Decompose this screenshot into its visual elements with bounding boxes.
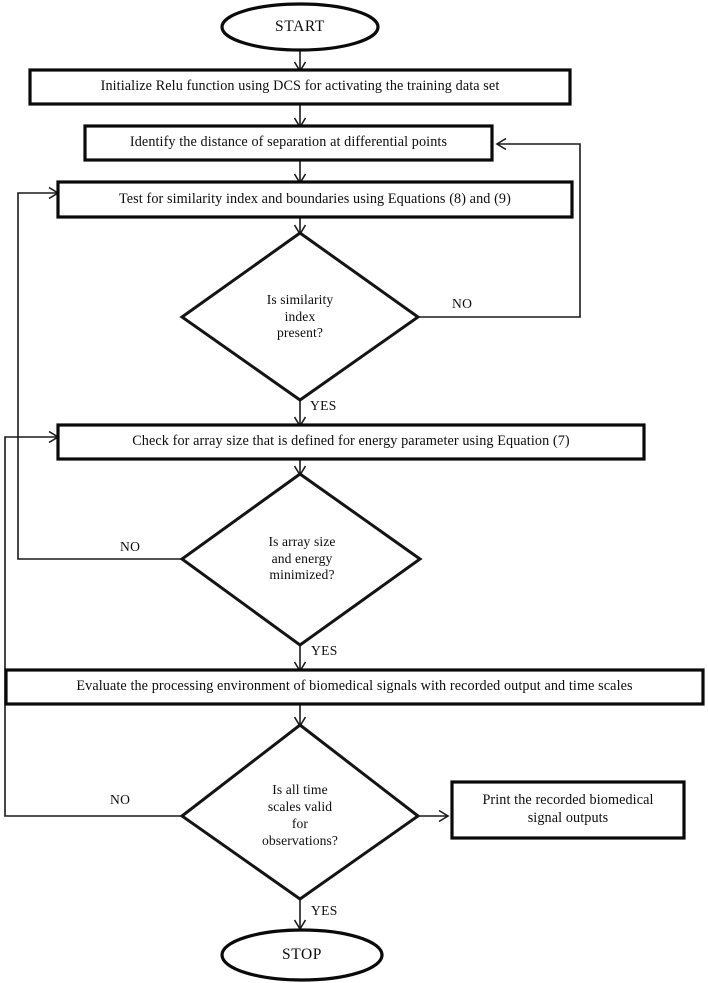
- node-init-relu[interactable]: [28, 68, 572, 106]
- node-test-similarity[interactable]: [56, 180, 574, 219]
- edge-init-to-identify: [293, 103, 307, 129]
- node-check-array[interactable]: [56, 423, 646, 461]
- node-decision-array[interactable]: [179, 472, 423, 647]
- node-evaluate-env[interactable]: [4, 668, 705, 706]
- edge-timescales-yes: [293, 899, 307, 931]
- edge-array-yes: [293, 645, 307, 673]
- node-start[interactable]: [220, 2, 380, 52]
- edge-similarity-yes: [293, 400, 307, 428]
- edge-timescales-to-print: [418, 809, 450, 823]
- node-identify-distance[interactable]: [83, 124, 494, 162]
- edge-array-no-loop: [17, 186, 182, 560]
- node-stop[interactable]: [220, 928, 384, 982]
- node-decision-timescales[interactable]: [179, 723, 421, 901]
- edge-timescales-no-loop: [4, 430, 182, 817]
- node-decision-similarity[interactable]: [179, 231, 421, 402]
- node-print-outputs[interactable]: [450, 780, 686, 840]
- edge-evaluate-to-decision-timescales: [293, 703, 307, 728]
- edge-similarity-no-loop: [418, 137, 581, 318]
- edge-identify-to-test: [293, 159, 307, 185]
